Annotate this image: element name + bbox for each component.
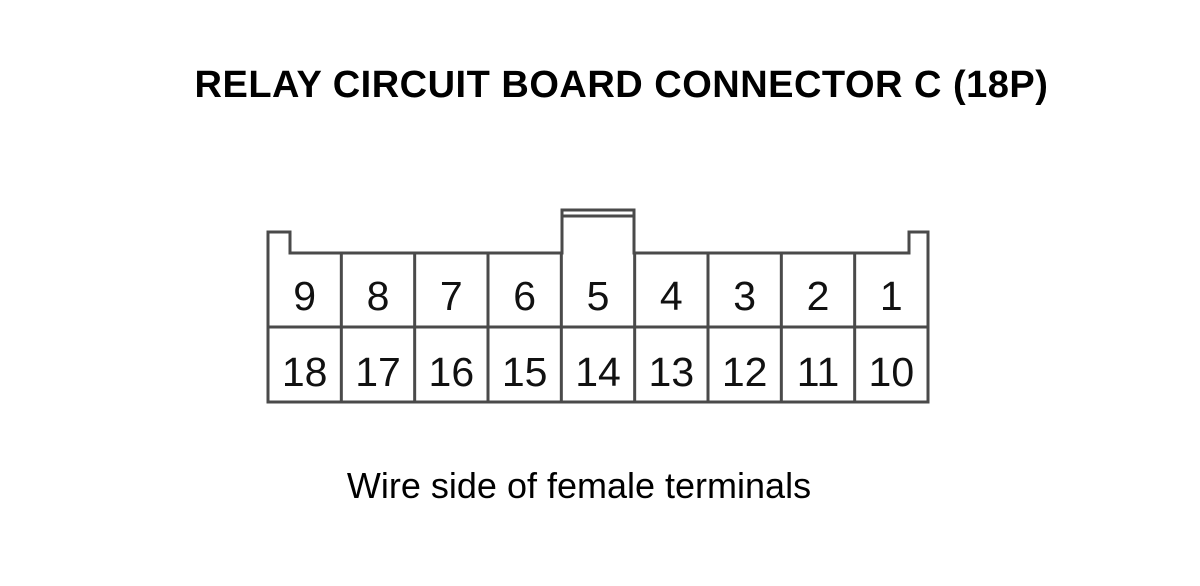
diagram-caption: Wire side of female terminals bbox=[346, 465, 812, 506]
pin-17: 17 bbox=[355, 349, 401, 395]
pin-7: 7 bbox=[440, 273, 463, 319]
top-row-pins: 9 8 7 6 5 4 3 2 1 bbox=[293, 273, 902, 319]
pin-4: 4 bbox=[660, 273, 683, 319]
connector-outline bbox=[266, 208, 930, 404]
pin-9: 9 bbox=[293, 273, 316, 319]
pin-16: 16 bbox=[429, 349, 475, 395]
diagram-title: RELAY CIRCUIT BOARD CONNECTOR C (18P) bbox=[194, 64, 1049, 106]
bottom-row-pins: 18 17 16 15 14 13 12 11 10 bbox=[282, 349, 914, 395]
pin-15: 15 bbox=[502, 349, 548, 395]
column-dividers bbox=[339, 253, 857, 402]
pin-18: 18 bbox=[282, 349, 328, 395]
connector-housing bbox=[266, 208, 930, 404]
pin-12: 12 bbox=[722, 349, 768, 395]
pin-11: 11 bbox=[797, 349, 840, 395]
pin-2: 2 bbox=[807, 273, 830, 319]
pin-8: 8 bbox=[367, 273, 390, 319]
pin-10: 10 bbox=[869, 349, 915, 395]
pin-5: 5 bbox=[587, 273, 610, 319]
pin-3: 3 bbox=[733, 273, 756, 319]
pin-6: 6 bbox=[513, 273, 536, 319]
pin-14: 14 bbox=[575, 349, 621, 395]
pin-1: 1 bbox=[880, 273, 903, 319]
pin-13: 13 bbox=[649, 349, 695, 395]
